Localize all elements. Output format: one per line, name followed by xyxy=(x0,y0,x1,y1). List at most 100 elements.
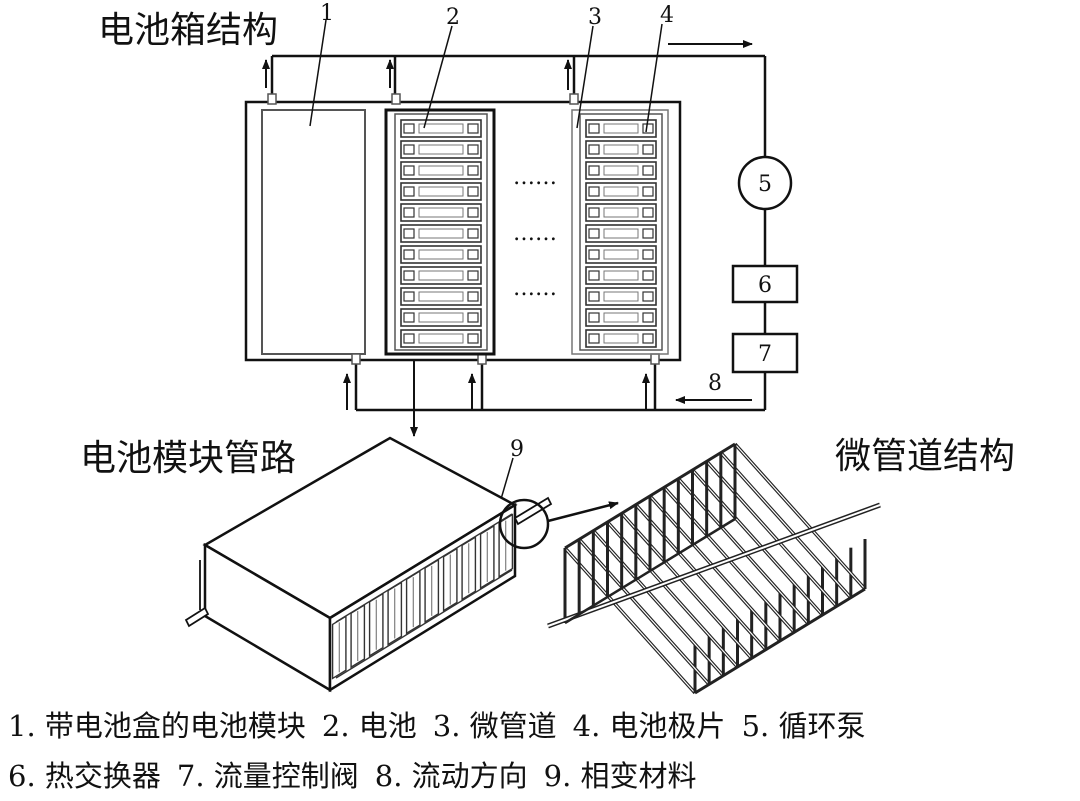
battery-tab xyxy=(467,123,479,134)
battery-tab xyxy=(467,228,479,239)
callout-6: 6 xyxy=(758,273,772,298)
ellipsis-3: …… xyxy=(513,276,557,301)
battery-tab xyxy=(588,123,600,134)
microchannel-structure-title: 微管道结构 xyxy=(835,436,1015,477)
battery-tab xyxy=(403,165,415,176)
battery-body xyxy=(418,249,464,260)
battery-module-with-case xyxy=(261,109,366,355)
battery-tab xyxy=(588,186,600,197)
battery-body xyxy=(418,312,464,323)
legend-item: 4. 电池极片 xyxy=(572,709,726,743)
battery-tab xyxy=(467,144,479,155)
top-pipe-loop xyxy=(270,54,767,412)
battery-body xyxy=(603,333,639,344)
legend-line-2: 6. 热交换器 7. 流量控制阀 8. 流动方向 9. 相变材料 xyxy=(8,762,713,791)
battery-tab xyxy=(403,207,415,218)
micro-tube-highlight xyxy=(692,469,823,616)
pipe-stubs xyxy=(267,93,660,365)
battery-tab xyxy=(403,270,415,281)
battery-body xyxy=(603,291,639,302)
battery-tab xyxy=(588,207,600,218)
battery-module-isometric xyxy=(184,436,553,693)
battery-tab xyxy=(403,144,415,155)
callout-9: 9 xyxy=(510,437,524,462)
battery-tab xyxy=(403,228,415,239)
battery-tab xyxy=(588,144,600,155)
battery-body xyxy=(603,165,639,176)
legend-item: 9. 相变材料 xyxy=(543,759,697,793)
battery-tab xyxy=(588,228,600,239)
battery-tab xyxy=(467,249,479,260)
micro-tube-highlight xyxy=(592,530,724,677)
module-rail xyxy=(335,513,513,623)
micro-tube-highlight xyxy=(607,521,738,668)
battery-tab xyxy=(642,333,654,344)
micro-tube-highlight xyxy=(734,443,866,590)
battery-body xyxy=(603,270,639,281)
battery-tab xyxy=(588,270,600,281)
battery-tab xyxy=(403,123,415,134)
battery-stack-right xyxy=(579,113,663,351)
micro-tube-highlight xyxy=(720,452,852,599)
battery-tab xyxy=(588,291,600,302)
battery-tab xyxy=(642,270,654,281)
module-pipes xyxy=(184,496,553,628)
battery-body xyxy=(603,144,639,155)
battery-tab xyxy=(467,312,479,323)
micro-tube-highlight xyxy=(635,504,767,651)
callout-7: 7 xyxy=(758,342,772,367)
callout-5: 5 xyxy=(758,172,772,197)
battery-tab xyxy=(642,144,654,155)
battery-tab xyxy=(403,186,415,197)
micro-tube-highlight xyxy=(649,495,781,642)
legend-item: 7. 流量控制阀 xyxy=(176,759,359,793)
battery-tab xyxy=(642,249,654,260)
battery-tab xyxy=(467,186,479,197)
battery-tab xyxy=(642,165,654,176)
micro-manifold-highlight xyxy=(547,504,881,627)
heat-exchanger xyxy=(731,264,799,304)
micro-tube-highlight xyxy=(564,547,696,694)
battery-body xyxy=(603,312,639,323)
box-structure-title: 电池箱结构 xyxy=(98,10,278,51)
callout-1: 1 xyxy=(320,1,334,26)
ellipsis-2: …… xyxy=(513,221,557,246)
battery-tab xyxy=(642,186,654,197)
battery-tab xyxy=(467,270,479,281)
flow-arrows xyxy=(262,40,753,437)
battery-tab xyxy=(642,312,654,323)
battery-tab xyxy=(588,165,600,176)
microchannel-frame xyxy=(571,109,669,355)
legend-item: 8. 流动方向 xyxy=(374,759,528,793)
battery-body xyxy=(418,144,464,155)
zoom-arrow xyxy=(547,501,619,523)
micro-back-rail xyxy=(564,442,736,550)
battery-tab xyxy=(642,207,654,218)
battery-body xyxy=(418,186,464,197)
legend-item: 6. 热交换器 xyxy=(8,759,161,793)
battery-tab xyxy=(467,333,479,344)
battery-body xyxy=(418,270,464,281)
battery-tab xyxy=(642,123,654,134)
zoom-circle xyxy=(498,498,550,550)
battery-tab xyxy=(467,165,479,176)
legend-item: 1. 带电池盒的电池模块 xyxy=(8,709,306,743)
battery-body xyxy=(418,123,464,134)
battery-module-highlight xyxy=(384,108,496,356)
battery-body xyxy=(603,207,639,218)
legend-item: 3. 微管道 xyxy=(432,709,557,743)
battery-tab xyxy=(403,312,415,323)
battery-body xyxy=(603,186,639,197)
callout-8: 8 xyxy=(708,371,722,396)
battery-body xyxy=(603,123,639,134)
micro-front-rail xyxy=(694,587,866,695)
battery-body xyxy=(418,165,464,176)
battery-tab xyxy=(467,207,479,218)
battery-tab xyxy=(403,333,415,344)
battery-tab xyxy=(588,333,600,344)
ellipsis-1: …… xyxy=(513,165,557,190)
flow-control-valve xyxy=(731,332,799,374)
battery-tab xyxy=(588,249,600,260)
